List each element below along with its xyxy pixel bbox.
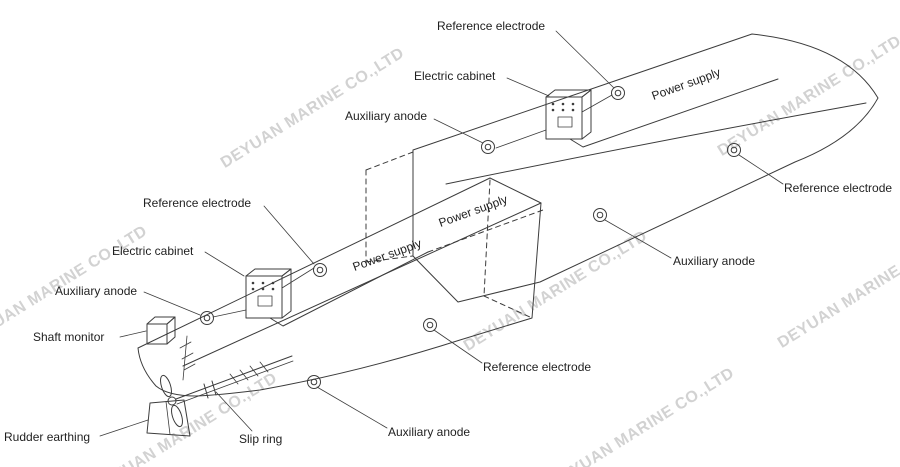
label-rudder-earthing: Rudder earthing — [4, 430, 91, 444]
propeller-shaft — [176, 360, 294, 405]
leader-line — [604, 219, 672, 259]
propeller-blade — [171, 404, 183, 428]
propeller-shaft — [175, 355, 293, 400]
leader-line — [433, 118, 484, 144]
leader-line — [433, 329, 483, 364]
reference-electrode-marker-bottom — [423, 318, 437, 332]
cut-hidden-edge — [365, 151, 414, 171]
reference-electrode-marker-right — [727, 143, 741, 157]
rudder — [146, 399, 191, 437]
shaft-hatching — [229, 361, 269, 385]
leader-line — [263, 205, 315, 265]
leader-line — [506, 77, 550, 97]
label-auxiliary-anode-aft: Auxiliary anode — [55, 284, 138, 298]
cable-forward-ref — [581, 94, 613, 113]
markers — [200, 86, 741, 389]
cable-aft-ref — [281, 267, 315, 289]
leader-line — [738, 154, 784, 185]
electric-cabinet-forward — [545, 89, 592, 140]
label-electric-cabinet-aft: Electric cabinet — [112, 244, 194, 258]
forward-hull-outline — [412, 33, 879, 303]
cable-aft — [269, 251, 429, 327]
auxiliary-anode-marker-aft — [200, 311, 214, 325]
leader-line — [204, 251, 245, 277]
auxiliary-anode-marker-right — [593, 208, 607, 222]
auxiliary-anode-marker-fwd — [481, 140, 495, 154]
aft-deck-near-edge — [182, 202, 542, 367]
watermark-text: DEYUAN MARINE CO.,LTD — [775, 225, 900, 352]
shaft-monitor-box — [146, 316, 176, 345]
rudder-inner-line — [165, 401, 171, 435]
electric-cabinet-aft — [245, 268, 292, 319]
label-reference-electrode-top: Reference electrode — [437, 19, 546, 33]
label-electric-cabinet-forward: Electric cabinet — [414, 69, 496, 83]
cut-face-hidden-edge — [483, 179, 491, 297]
cable-aft-anode — [212, 309, 247, 318]
leader-lines — [99, 30, 784, 437]
label-auxiliary-anode-right: Auxiliary anode — [673, 254, 756, 268]
forward-deck-near-edge — [445, 102, 867, 185]
leader-line — [215, 391, 253, 432]
slip-ring-marker — [203, 380, 217, 399]
watermark-text: DEYUAN MARINE CO.,LTD — [548, 365, 738, 467]
label-shaft-monitor: Shaft monitor — [33, 330, 105, 344]
cable-forward-anode — [495, 129, 547, 149]
leader-line — [555, 30, 615, 89]
leader-line — [143, 291, 201, 316]
label-reference-electrode-bottom: Reference electrode — [483, 360, 592, 374]
label-reference-electrode-right: Reference electrode — [784, 181, 893, 195]
cable-forward — [569, 78, 779, 148]
watermark-text: DEYUAN MARINE CO.,LTD — [461, 228, 651, 355]
label-slip-ring: Slip ring — [239, 432, 283, 446]
stern-gear — [146, 335, 294, 437]
watermark-text: DEYUAN MARINE CO.,LTD — [91, 370, 281, 467]
label-auxiliary-anode-forward: Auxiliary anode — [345, 109, 428, 123]
stern-frame — [179, 335, 196, 381]
cut-hidden-edge — [365, 255, 414, 263]
ship-hull — [137, 33, 879, 397]
leader-line — [99, 419, 149, 437]
cable-aft-hidden — [427, 209, 544, 253]
label-reference-electrode-aft: Reference electrode — [143, 196, 252, 210]
auxiliary-anode-marker-bottom — [307, 375, 321, 389]
propeller-blade — [160, 374, 172, 398]
reference-electrode-marker-top — [611, 86, 625, 100]
reference-electrode-marker-aft — [313, 263, 327, 277]
power-supply-cables — [212, 78, 779, 327]
label-auxiliary-anode-bottom: Auxiliary anode — [388, 425, 471, 439]
cut-face-hidden-edge — [483, 295, 533, 319]
aft-hull-outline — [137, 177, 542, 397]
leader-line — [119, 330, 147, 338]
watermark-text: DEYUAN MARINE CO.,LTD — [715, 33, 900, 160]
leader-line — [316, 386, 388, 429]
